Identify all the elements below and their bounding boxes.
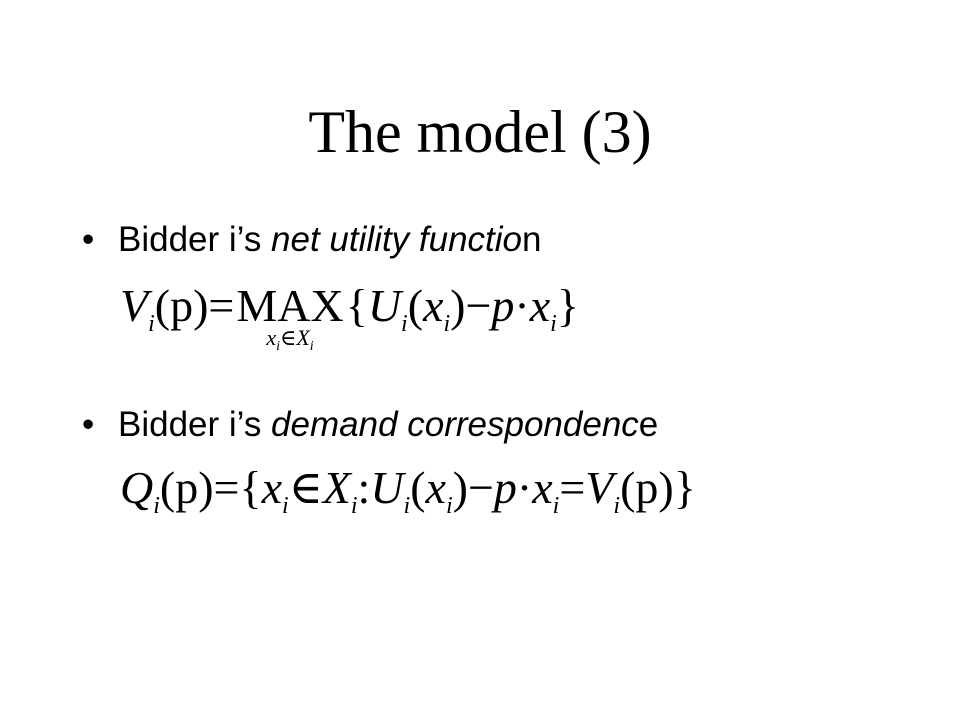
formula-u-close: ) [450,280,466,331]
formula-equals-2: = [559,462,586,513]
formula-x2-var: x [532,462,553,513]
bullet-text-prefix: Bidder i’s [118,405,272,444]
bullet-text-prefix: Bidder i’s [118,220,272,259]
formula-u-open: ( [407,280,424,331]
formula-x-sub: i [282,493,289,519]
formula-u-sub: i [401,311,408,337]
formula-equals: = [213,462,240,513]
formula-sub: i [148,311,155,337]
formula-minus: − [467,462,494,513]
formula-var: V [120,280,149,331]
formula-v-sub: i [613,493,621,519]
formula-u-close: ) [452,462,468,513]
formula-u-arg-var: x [423,280,444,331]
formula-sub: i [153,493,160,519]
formula-x2-sub: i [552,493,560,519]
formula-under-in: ∈ [280,325,297,350]
bullet-text-suffix: n [522,220,542,259]
bullet-text-italic: net utility functio [271,220,523,259]
formula-set-sub: i [350,493,358,519]
formula-in: ∈ [288,462,323,513]
formula-dot: · [516,462,533,513]
formula-u-arg-sub: i [443,311,451,337]
formula-u-sub: i [403,493,411,519]
slide-title: The model (3) [308,99,652,165]
bullet-net-utility: • Bidder i’s net utility function [82,218,541,262]
formula-u-var: U [367,280,402,331]
formula-arg: (p) [159,462,214,513]
formula-v-arg: (p) [620,462,674,513]
formula-under-var-sub: i [276,339,281,354]
formula-close-brace: } [556,280,579,331]
formula-arg: (p) [154,280,209,331]
formula-v-var: V [585,462,614,513]
formula-p: p [493,462,517,513]
bullet-text-suffix: e [638,405,659,444]
formula-set-var: X [322,462,351,513]
formula-u-open: ( [410,462,426,513]
formula-close-brace: } [673,462,696,513]
bullet-marker: • [82,405,95,444]
formula-under-set: X [296,325,310,350]
formula-x-var: x [261,462,283,513]
formula-demand: Qi(p)={xi∈Xi:Ui(xi)−p·xi=Vi(p)} [120,460,696,519]
formula-x-var: x [529,280,551,331]
formula-u-arg-sub: i [445,493,453,519]
bullet-demand-correspondence: • Bidder i’s demand correspondence [82,403,658,447]
formula-open-brace: { [239,462,262,513]
formula-colon: : [357,462,371,513]
formula-x-sub: i [550,311,557,337]
formula-minus: − [465,280,492,331]
formula-max-subscript: xi∈Xi [266,325,313,354]
formula-u-arg-var: x [425,462,446,513]
formula-max-label: MAX [236,280,344,331]
formula-open-brace: { [345,280,368,331]
formula-var: Q [120,462,154,513]
formula-p: p [491,280,515,331]
formula-dot: · [514,280,530,331]
formula-u-var: U [370,462,404,513]
formula-equals: = [208,280,235,331]
bullet-marker: • [82,220,95,259]
formula-under-set-sub: i [309,339,314,354]
bullet-text-italic: demand correspondenc [271,405,639,444]
formula-under-var: x [266,325,277,350]
